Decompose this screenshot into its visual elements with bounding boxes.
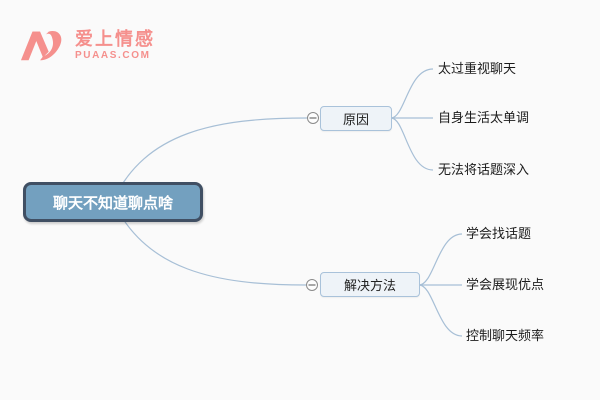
connector-reason-to-child-0 <box>390 68 434 119</box>
collapse-toggle-solution[interactable] <box>306 279 318 291</box>
leaf-node[interactable]: 学会找话题 <box>466 226 532 241</box>
leaf-node[interactable]: 控制聊天频率 <box>466 328 545 343</box>
connector-root-to-solution <box>112 200 307 286</box>
root-topic-node[interactable]: 聊天不知道聊点啥 <box>23 182 203 222</box>
branch-node-reason[interactable]: 原因 <box>320 106 392 131</box>
brand-name: 爱上情感 <box>75 28 155 49</box>
leaf-node[interactable]: 自身生活太单调 <box>438 110 530 125</box>
brand-domain: PUAAS.COM <box>75 49 151 61</box>
collapse-toggle-reason[interactable] <box>307 112 319 124</box>
leaf-node[interactable]: 学会展现优点 <box>466 277 545 292</box>
leaf-node[interactable]: 太过重视聊天 <box>438 61 517 76</box>
connector-group <box>112 68 463 337</box>
branch-node-solution[interactable]: 解决方法 <box>320 272 420 297</box>
connector-solution-to-child-2 <box>418 284 463 337</box>
root-topic-label: 聊天不知道聊点啥 <box>52 194 173 212</box>
logo-text: 爱上情感 PUAAS.COM <box>75 30 155 61</box>
branch-label-solution: 解决方法 <box>343 278 396 293</box>
connector-reason-to-child-2 <box>390 117 434 171</box>
connector-solution-to-child-0 <box>418 233 463 286</box>
brand-logo: 爱上情感 PUAAS.COM <box>20 28 155 62</box>
puaas-monogram-icon <box>20 30 62 61</box>
leaf-node[interactable]: 无法将话题深入 <box>438 162 530 177</box>
branch-label-reason: 原因 <box>342 112 369 127</box>
connector-root-to-reason <box>112 117 308 202</box>
